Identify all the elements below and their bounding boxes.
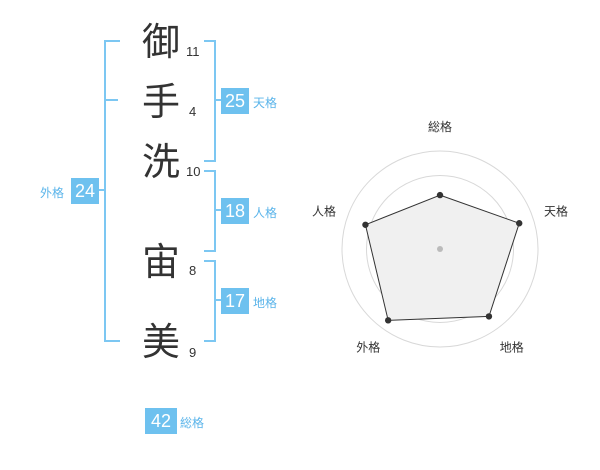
chikaku-connector <box>214 299 222 301</box>
stroke-count-5: 9 <box>189 345 197 360</box>
radar-axis-label-4: 人格 <box>312 203 336 218</box>
radar-ring-3 <box>366 175 514 323</box>
radar-points <box>362 191 523 324</box>
tenkaku-bracket <box>204 40 216 162</box>
radar-point-0 <box>436 191 444 199</box>
jinkaku-value-badge: 18 <box>221 198 249 224</box>
jinkaku-bracket <box>204 170 216 252</box>
tenkaku-connector <box>214 99 222 101</box>
radar-data-polygon <box>364 194 520 321</box>
name-char-2: 手 <box>141 80 180 124</box>
name-char-3: 洗 <box>141 140 180 184</box>
chikaku-label: 地格 <box>253 296 278 310</box>
radar-axis-label-0: 総格 <box>428 119 452 134</box>
chikaku-value-badge: 17 <box>221 288 249 314</box>
name-char-1: 御 <box>141 20 180 64</box>
radar-point-4 <box>362 221 369 228</box>
chikaku-bracket <box>204 260 216 342</box>
stroke-count-4: 8 <box>189 263 197 278</box>
name-char-4: 宙 <box>141 240 180 284</box>
radar-point-2 <box>485 313 493 320</box>
soukaku-label: 総格 <box>180 416 205 430</box>
soukaku-value-badge: 42 <box>145 408 177 434</box>
gaikaku-label: 外格 <box>40 186 65 200</box>
jinkaku-label: 人格 <box>253 206 278 220</box>
radar-axis-label-3: 外格 <box>356 340 380 355</box>
gaikaku-connector <box>98 189 106 191</box>
stroke-count-3: 10 <box>186 164 201 179</box>
gaikaku-bracket <box>104 40 120 342</box>
jinkaku-connector <box>214 209 222 211</box>
radar-axis-label-2: 地格 <box>500 340 524 355</box>
name-char-5: 美 <box>141 320 180 364</box>
tenkaku-label: 天格 <box>253 96 278 110</box>
stroke-count-1: 11 <box>186 44 200 59</box>
radar-center-dot <box>437 246 443 252</box>
tenkaku-value-badge: 25 <box>221 88 249 114</box>
gaikaku-bracket-tick <box>104 99 118 101</box>
stroke-count-2: 4 <box>189 104 197 119</box>
gaikaku-value-badge: 24 <box>71 178 99 204</box>
radar-point-3 <box>384 317 392 324</box>
radar-ring-4 <box>341 150 539 348</box>
radar-axis-label-1: 天格 <box>544 203 568 218</box>
radar-point-1 <box>516 220 523 227</box>
